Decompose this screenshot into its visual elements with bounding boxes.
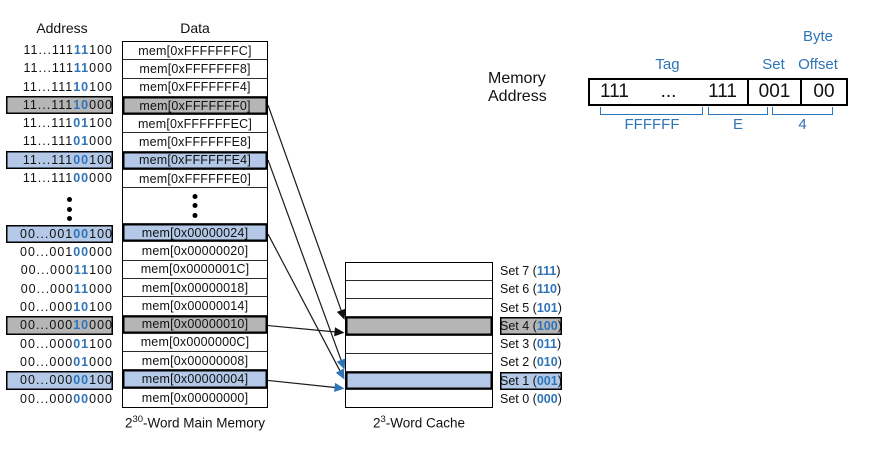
cache-set-row <box>346 336 492 354</box>
main-memory-caption: 230-Word Main Memory <box>124 414 266 431</box>
memory-address-text: 00...00001100 <box>20 336 113 351</box>
memory-data-row: mem[0xFFFFFFF8] <box>123 60 267 79</box>
tag-hex-bracket <box>600 107 703 115</box>
memory-data-row: mem[0x00000000] <box>141 390 249 405</box>
memory-address-text: 00...00001000 <box>20 354 113 369</box>
memory-data-row: mem[0x0000001C] <box>123 261 267 279</box>
data-column-header: Data <box>180 20 210 36</box>
mapping-arrow-to-set-1 <box>267 379 345 393</box>
cache-set-row <box>346 390 492 407</box>
memory-address-text: 00...00000100 <box>6 371 113 390</box>
cache-set-label: Set 5 (101) <box>500 300 562 315</box>
set-field-label: Set <box>762 56 785 73</box>
cache-set-row <box>346 281 492 300</box>
memory-data-row: mem[0xFFFFFFE4] <box>123 151 267 171</box>
memory-address-text: 11...11100000 <box>22 171 113 186</box>
cache-set-label: Set 1 (001) <box>500 371 562 390</box>
memory-address-text: 11...11110100 <box>22 79 113 94</box>
memory-address-box: 111 ... 111 001 00 <box>588 78 848 106</box>
set-bits-cell: 001 <box>747 80 800 104</box>
memory-data-row: mem[0x00000008] <box>123 352 267 371</box>
offset-hex-bracket <box>772 107 833 115</box>
cache-caption: 23-Word Cache <box>372 414 466 431</box>
offset-bits-cell: 00 <box>800 80 846 104</box>
memory-data-row: mem[0xFFFFFFE0] <box>123 170 267 189</box>
memory-data-row: mem[0x00000018] <box>123 279 267 298</box>
set-hex-value: E <box>732 116 743 133</box>
cache-set-label: Set 7 (111) <box>500 264 561 278</box>
memory-address-text: 11...11101000 <box>22 134 113 149</box>
memory-address-text: 00...00010000 <box>6 316 113 335</box>
tag-bits-cell: 111 ... 111 <box>600 81 737 102</box>
tag-field-label: Tag <box>655 56 680 73</box>
memory-data-row: mem[0x00000020] <box>123 242 267 261</box>
memory-address-text: 00...00010100 <box>20 300 113 315</box>
offset-field-label: Offset <box>798 56 838 73</box>
memory-address-text: 00...00000000 <box>20 391 113 406</box>
memory-data-row: mem[0xFFFFFFFC] <box>123 42 267 61</box>
mapping-arrow-to-set-1 <box>267 159 346 370</box>
mapping-arrow-to-set-1 <box>267 233 345 380</box>
cache-set-label: Set 6 (110) <box>500 282 562 297</box>
memory-data-row: mem[0x00000024] <box>123 224 267 243</box>
memory-data-row: mem[0x0000000C] <box>123 334 267 353</box>
cache-set-label: Set 0 (000) <box>500 391 562 406</box>
memory-address-text: 11...11100100 <box>6 150 113 170</box>
address-ellipsis-dots <box>67 197 72 221</box>
memory-address-text: 11...11101100 <box>22 116 113 131</box>
byte-field-label: Byte <box>802 28 833 45</box>
cache-set-labels: Set 7 (111) Set 6 (110) Set 5 (101)Set 4 (… <box>500 262 562 408</box>
mapping-arrow-to-set-4 <box>267 324 345 337</box>
cache-set-row <box>346 354 492 372</box>
cache-set-row <box>346 263 492 282</box>
memory-ellipsis-dots <box>192 193 198 218</box>
memory-data-row: mem[0xFFFFFFEC] <box>123 115 267 134</box>
memory-data-row: mem[0xFFFFFFF0] <box>123 96 267 116</box>
memory-address-text: 11...11111100 <box>23 43 113 57</box>
memory-data-row: mem[0x00000004] <box>123 370 267 389</box>
cache-set-label: Set 4 (100) <box>500 316 562 335</box>
offset-hex-value: 4 <box>798 116 807 133</box>
memory-data-row: mem[0x00000014] <box>123 297 267 316</box>
memory-ellipsis-cell <box>123 188 267 225</box>
memory-data-row: mem[0xFFFFFFF4] <box>123 79 267 97</box>
memory-data-row: mem[0x00000010] <box>123 315 267 334</box>
cache-set-row <box>346 371 492 390</box>
memory-address-text: 00...00011100 <box>20 263 113 278</box>
memory-data-row: mem[0xFFFFFFE8] <box>123 133 267 152</box>
main-memory-table: mem[0xFFFFFFFC]mem[0xFFFFFFF8]mem[0xFFFF… <box>122 41 268 408</box>
memory-address-text: 00...00011000 <box>20 281 113 296</box>
cache-set-label: Set 3 (011) <box>500 337 562 351</box>
address-column-header: Address <box>36 20 88 36</box>
memory-address-text: 00...00100100 <box>6 224 113 244</box>
memory-address-text: 11...11110000 <box>6 95 113 115</box>
cache-set-row <box>346 299 492 318</box>
mapping-arrow-to-set-4 <box>267 104 346 320</box>
cache-table <box>345 262 493 408</box>
tag-hex-value: FFFFFF <box>624 116 680 133</box>
memory-address-label: Memory Address <box>488 70 547 105</box>
set-hex-bracket <box>708 107 768 115</box>
cache-set-label: Set 2 (010) <box>500 355 562 370</box>
cache-set-row <box>346 317 492 336</box>
memory-address-text: 00...00100000 <box>20 245 113 260</box>
memory-address-text: 11...11111000 <box>23 61 113 76</box>
